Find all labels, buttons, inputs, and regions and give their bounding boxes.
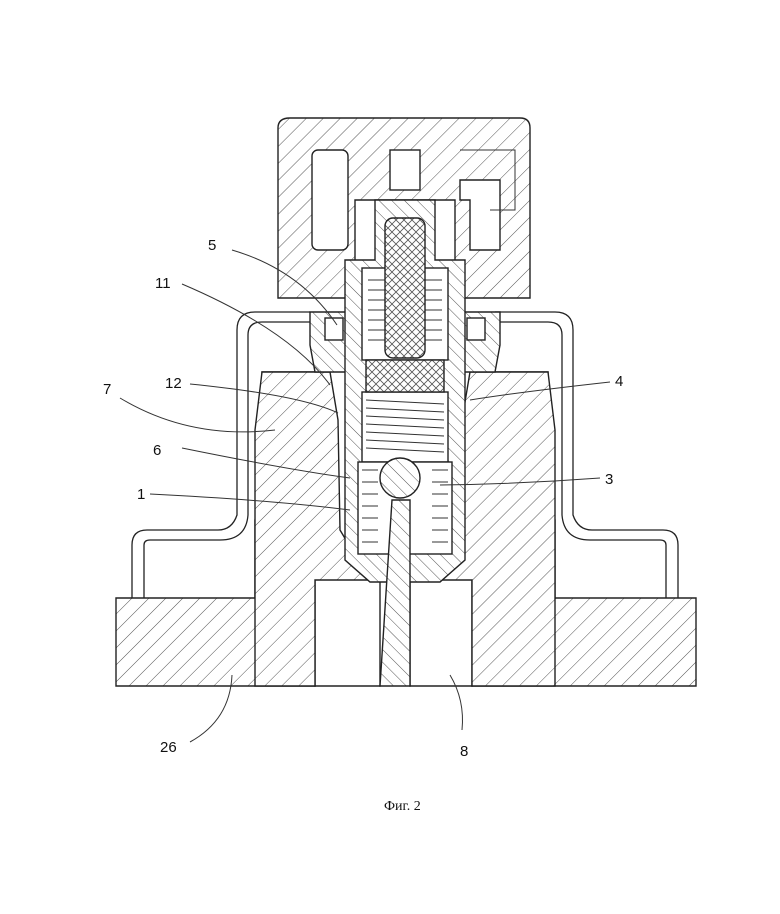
label-5: 5 <box>208 237 216 254</box>
label-11: 11 <box>155 275 171 292</box>
label-4: 4 <box>615 373 623 390</box>
label-1: 1 <box>137 486 145 503</box>
label-12: 12 <box>165 375 182 392</box>
figure-caption: Фиг. 2 <box>384 799 421 814</box>
label-7: 7 <box>103 381 111 398</box>
label-8: 8 <box>460 743 468 760</box>
label-26: 26 <box>160 739 177 756</box>
label-3: 3 <box>605 471 613 488</box>
label-6: 6 <box>153 442 161 459</box>
